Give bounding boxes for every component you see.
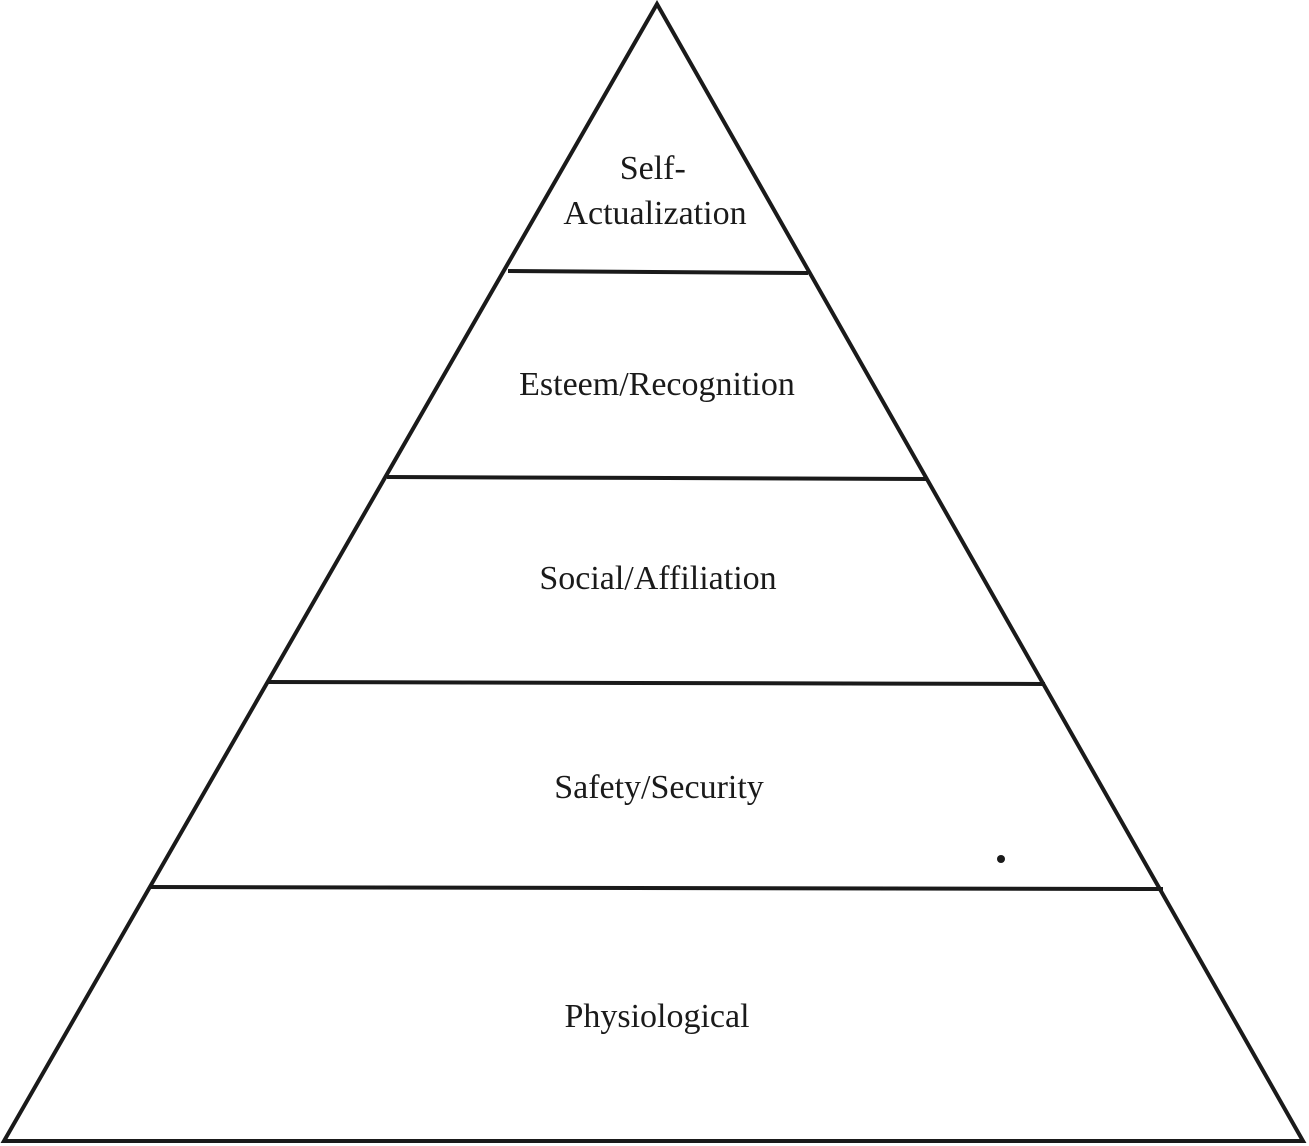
divider-esteem-social [386,475,929,481]
level-label-safety: Safety/Security [554,769,764,806]
level-label-line: Self- [620,150,686,187]
level-label-esteem: Esteem/Recognition [519,366,795,403]
level-label-self-actualization: Self- Actualization [563,150,746,232]
divider-self-actualization-esteem [507,269,809,275]
level-label-physiological: Physiological [564,998,749,1035]
level-label-line: Actualization [563,195,746,232]
divider-safety-physiological [148,885,1164,891]
level-label-social: Social/Affiliation [539,560,776,597]
ink-speck [997,855,1005,863]
divider-social-safety [266,680,1046,686]
